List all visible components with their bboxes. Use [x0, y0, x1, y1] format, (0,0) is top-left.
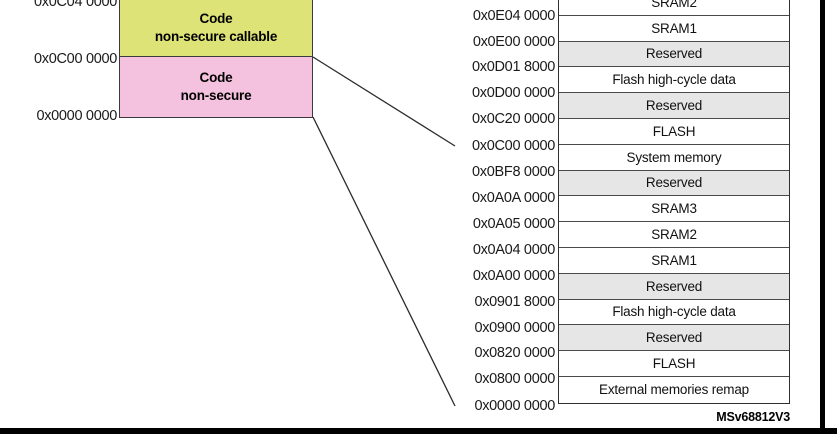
memory-map-row: SRAM3	[559, 196, 789, 223]
memory-map-address: 0x0000 0000	[474, 398, 555, 414]
block-code-non-secure-callable: Code non-secure callable	[119, 0, 313, 57]
block-code-non-secure: Code non-secure	[119, 56, 313, 118]
memory-map-row-label: Reserved	[645, 278, 703, 294]
memory-map-address: 0x0E04 0000	[472, 8, 555, 24]
memory-map-address: 0x0820 0000	[474, 345, 555, 361]
memory-map-row-label: SRAM1	[651, 252, 697, 268]
memory-map-row-label: External memories remap	[599, 382, 749, 398]
memory-map-row: SRAM1	[559, 247, 789, 274]
memory-map-row: Reserved	[559, 170, 789, 197]
memory-map-row-label: Reserved	[645, 46, 703, 62]
memory-map-row-label: Reserved	[645, 98, 703, 114]
memory-map-row: Reserved	[559, 325, 789, 352]
memory-map-row-label: Flash high-cycle data	[612, 304, 736, 320]
secure-attribute-blocks: Code non-secure callable Code non-secure	[119, 0, 313, 118]
memory-map-row: Flash high-cycle data	[559, 67, 789, 94]
memory-map-address: 0x0BF8 0000	[472, 164, 555, 180]
figure-id-watermark: MSv68812V3	[716, 410, 790, 424]
memory-map-row: Reserved	[559, 93, 789, 119]
memory-map-address: 0x0800 0000	[474, 371, 555, 387]
memory-map-row: System memory	[559, 144, 789, 171]
memory-map-address-labels: 0x0E04 0000 0x0E00 0000 0x0D01 8000 0x0D00 …	[440, 0, 555, 438]
block-nsc-line1: Code	[199, 10, 233, 26]
block-ns-line1: Code	[199, 69, 233, 85]
memory-map-address: 0x0C20 0000	[472, 111, 555, 127]
block-ns-line2: non-secure	[180, 88, 252, 103]
memory-map-address: 0x0A0A 0000	[472, 190, 555, 206]
memory-map-address: 0x0901 8000	[474, 294, 555, 310]
memory-map-row-label: FLASH	[652, 123, 696, 139]
memory-map-row-label: SRAM1	[651, 20, 697, 36]
memory-map-row-label: SRAM2	[651, 227, 697, 243]
memory-map-row-label: Flash high-cycle data	[612, 72, 736, 88]
secure-address-top: 0x0C04 0000	[34, 0, 117, 10]
memory-map-row-label: SRAM2	[651, 0, 697, 10]
secure-address-middle: 0x0C00 0000	[34, 51, 117, 67]
memory-map-row: Reserved	[559, 41, 789, 68]
page-frame-bottom-rule	[0, 428, 837, 434]
memory-map-row: FLASH	[559, 351, 789, 377]
memory-map-row: Reserved	[559, 273, 789, 300]
memory-map-row: FLASH	[559, 118, 789, 145]
memory-map-address: 0x0D00 0000	[472, 85, 555, 101]
memory-map-address: 0x0C00 0000	[472, 138, 555, 154]
memory-map-row-label: FLASH	[652, 356, 696, 372]
memory-map-row-label: SRAM3	[651, 201, 697, 217]
memory-map-row-label: System memory	[626, 149, 722, 165]
leader-line-ns-base	[312, 116, 456, 407]
memory-map-row: External memories remap	[559, 376, 789, 403]
memory-map-address: 0x0A05 0000	[472, 216, 555, 232]
block-nsc-line2: non-secure callable	[154, 29, 278, 44]
memory-map-row-label: Reserved	[645, 175, 703, 191]
secure-address-bottom: 0x0000 0000	[36, 108, 117, 124]
memory-map-row: SRAM1	[559, 15, 789, 42]
memory-map-address: 0x0900 0000	[474, 320, 555, 336]
memory-map-row: SRAM2	[559, 0, 789, 16]
memory-map-address: 0x0E00 0000	[472, 34, 555, 50]
memory-map-row: Flash high-cycle data	[559, 299, 789, 326]
leader-line-nsc-base	[312, 56, 456, 147]
memory-map-address: 0x0D01 8000	[472, 59, 555, 75]
memory-map-address: 0x0A00 0000	[472, 268, 555, 284]
page-frame-right-rule	[820, 0, 825, 428]
memory-map-row-label: Reserved	[645, 330, 703, 346]
memory-map-address: 0x0A04 0000	[472, 242, 555, 258]
memory-map-row: SRAM2	[559, 222, 789, 248]
